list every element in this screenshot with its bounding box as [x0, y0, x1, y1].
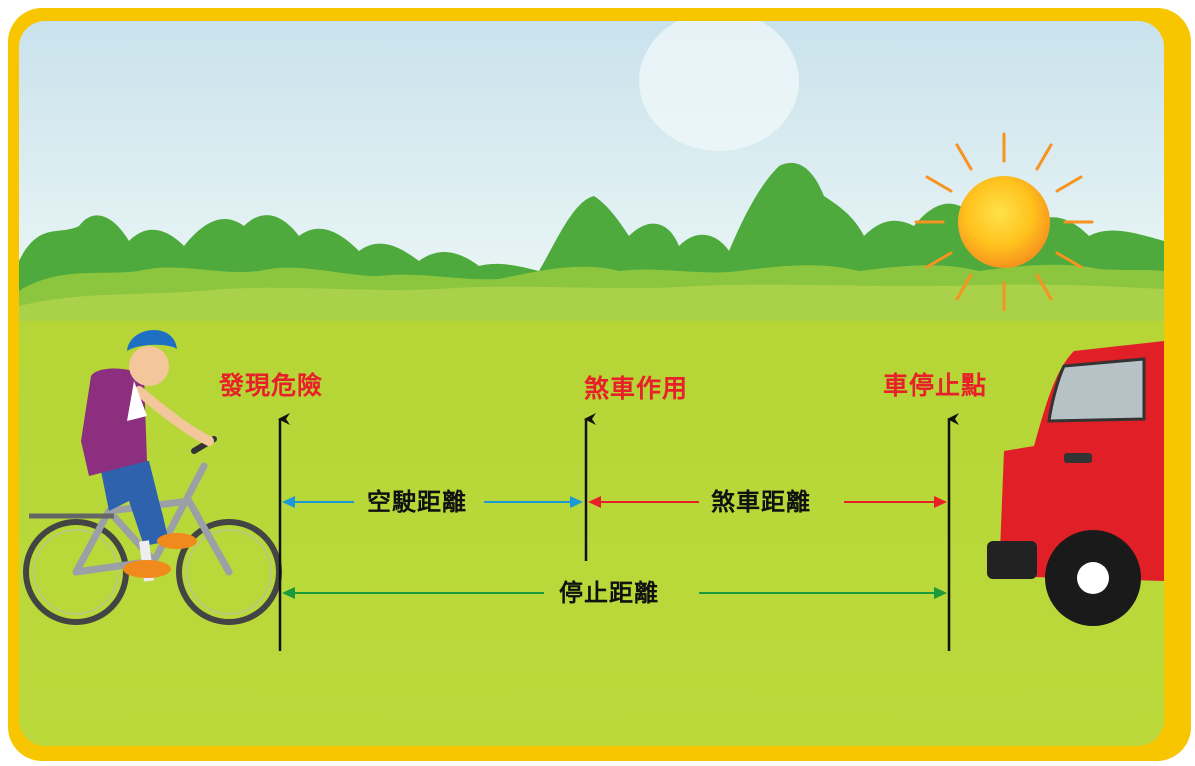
scene-illustration	[19, 21, 1164, 746]
stopping-distance-arrow	[282, 587, 947, 599]
braking-distance-arrow	[588, 496, 947, 508]
label-brake-applied: 煞車作用	[584, 374, 689, 403]
reaction-distance-arrow	[282, 496, 583, 508]
car-icon	[987, 341, 1164, 626]
cloud	[639, 21, 799, 151]
label-vehicle-stops: 車停止點	[883, 371, 988, 400]
label-reaction-distance: 空駛距離	[367, 488, 467, 516]
sun-icon	[914, 132, 1094, 312]
tree-line-icon	[19, 162, 1164, 326]
label-stopping-distance: 停止距離	[559, 579, 659, 607]
label-braking-distance: 煞車距離	[711, 488, 811, 516]
diagram-scene: 發現危險 煞車作用 車停止點 空駛距離 煞車距離 停止距離	[19, 21, 1164, 746]
cyclist-icon	[23, 330, 282, 625]
label-danger-found: 發現危險	[219, 371, 324, 400]
